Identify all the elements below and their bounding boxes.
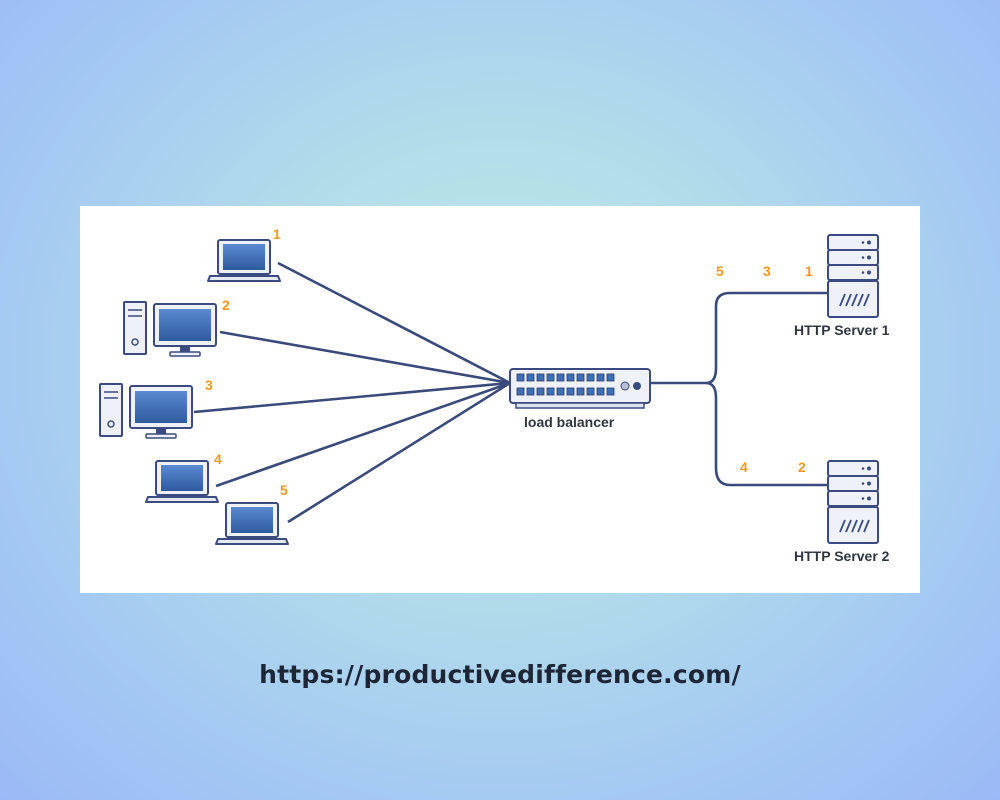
desktop-computer-icon [123,301,217,357]
load-balancer-diagram [99,234,879,545]
server1-request-number: 5 [716,263,724,279]
server-rack-icon [827,460,879,544]
laptop-icon [207,239,281,282]
client-label-3: 3 [205,377,213,393]
network-switch-icon [509,368,651,409]
server-rack-icon [827,234,879,318]
server1-label: HTTP Server 1 [794,322,890,338]
server1-request-number: 3 [763,263,771,279]
laptop-icon [215,502,289,545]
load-balancer-label: load balancer [524,414,615,430]
laptop-icon [145,460,219,503]
diagram-panel: 1 2 3 4 5 load balancer 5 3 1 HTTP Serve… [80,206,920,593]
server2-request-number: 2 [798,459,806,475]
client-label-5: 5 [280,482,288,498]
server2-request-number: 4 [740,459,748,475]
connection-lines [193,261,828,524]
footer-url: https://productivedifference.com/ [259,660,741,689]
desktop-computer-icon [99,383,193,439]
server1-request-number: 1 [805,263,813,279]
client-label-2: 2 [222,297,230,313]
client-label-4: 4 [214,451,222,467]
client-label-1: 1 [273,226,281,242]
server2-label: HTTP Server 2 [794,548,890,564]
